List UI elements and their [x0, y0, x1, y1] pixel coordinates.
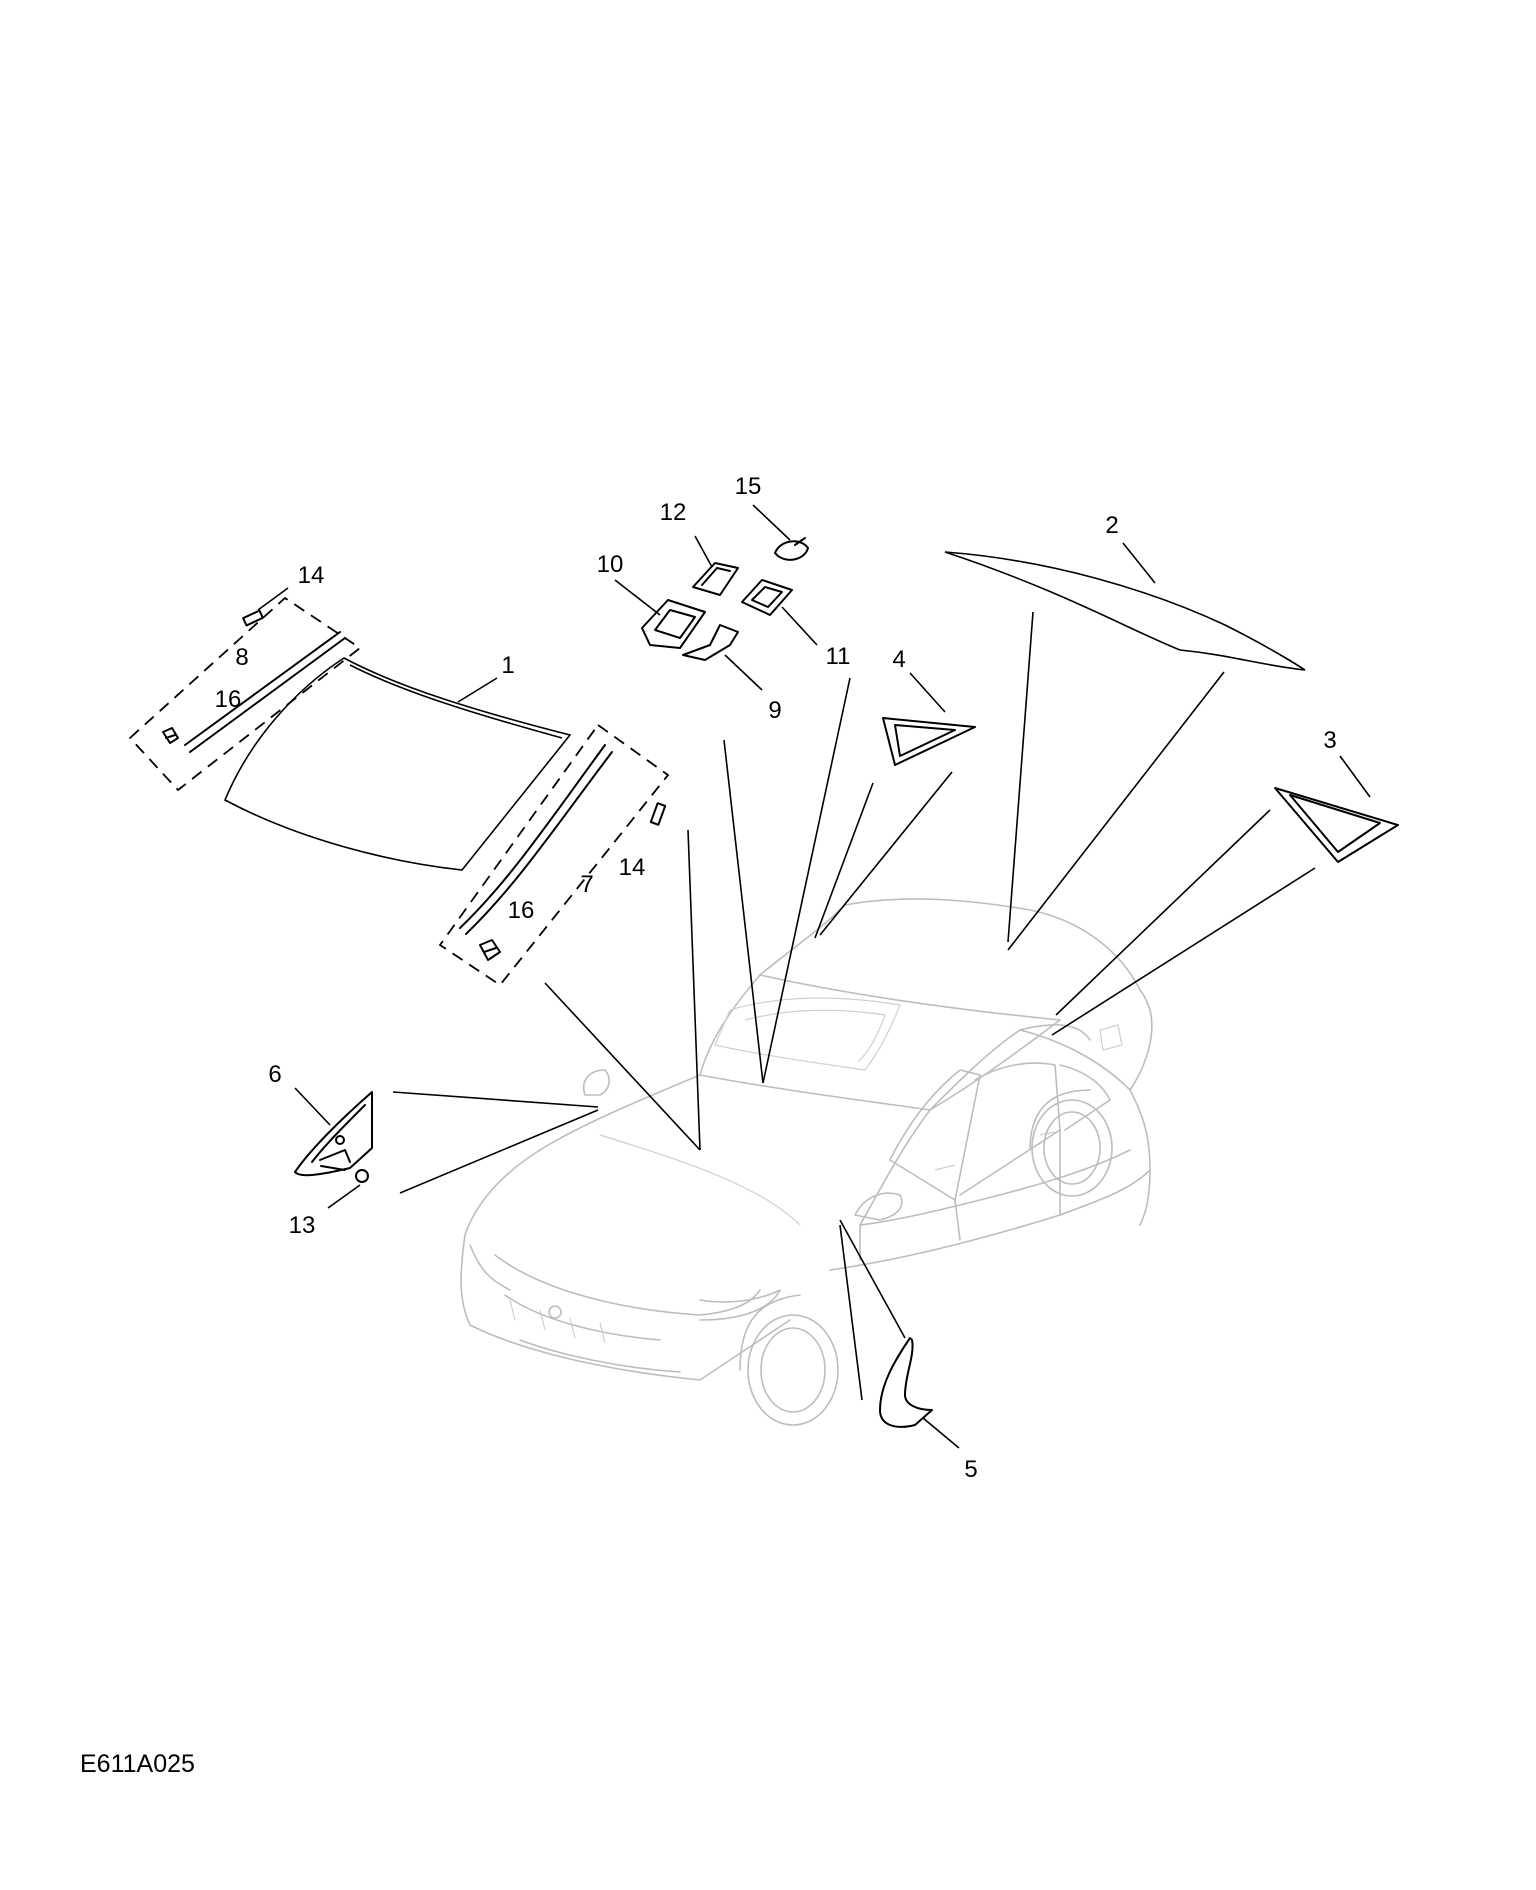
- callout-4: 4: [892, 646, 905, 673]
- callout-2: 2: [1105, 512, 1118, 539]
- callout-16-upper: 16: [215, 686, 242, 713]
- callout-7: 7: [580, 871, 593, 898]
- diagram-reference-code: E611A025: [80, 1750, 195, 1778]
- rain-sensor-15: [774, 537, 809, 561]
- callout-1: 1: [501, 652, 514, 679]
- sedan-car-outline: [460, 898, 1153, 1426]
- callout-9: 9: [768, 697, 781, 724]
- windshield-glass: [223, 657, 572, 871]
- rear-quarter-glass-upper: [882, 717, 976, 766]
- nut-13: [320, 1165, 369, 1183]
- a-pillar-moulding-right: [459, 744, 613, 935]
- front-door-quarter-trim: [879, 1337, 933, 1428]
- clip-14-lower: [649, 802, 667, 826]
- sensor-bracket-10: [641, 599, 706, 649]
- callout-6: 6: [268, 1061, 281, 1088]
- callout-8: 8: [235, 644, 248, 671]
- callout-3: 3: [1323, 727, 1336, 754]
- a-pillar-moulding-left: [184, 631, 346, 753]
- rear-glass-panel: [944, 551, 1306, 671]
- callout-12: 12: [660, 499, 687, 526]
- callout-5: 5: [964, 1456, 977, 1483]
- clip-16-upper: [162, 727, 179, 744]
- bracket-9: [682, 624, 739, 661]
- callout-10: 10: [597, 551, 624, 578]
- callout-14-lower: 14: [619, 854, 646, 881]
- camera-cover-11: [741, 579, 793, 616]
- callout-14-upper: 14: [298, 562, 325, 589]
- callout-13: 13: [289, 1212, 316, 1239]
- clip-14-upper: [242, 609, 264, 627]
- callout-15: 15: [735, 473, 762, 500]
- callout-16-lower: 16: [508, 897, 535, 924]
- mirror-base-trim: [294, 1091, 373, 1177]
- leader-lines: [257, 504, 1371, 1449]
- clip-16-lower: [479, 939, 501, 961]
- callout-11: 11: [826, 643, 851, 670]
- sensor-cover-12: [692, 562, 739, 596]
- rear-quarter-glass-right: [1274, 787, 1399, 863]
